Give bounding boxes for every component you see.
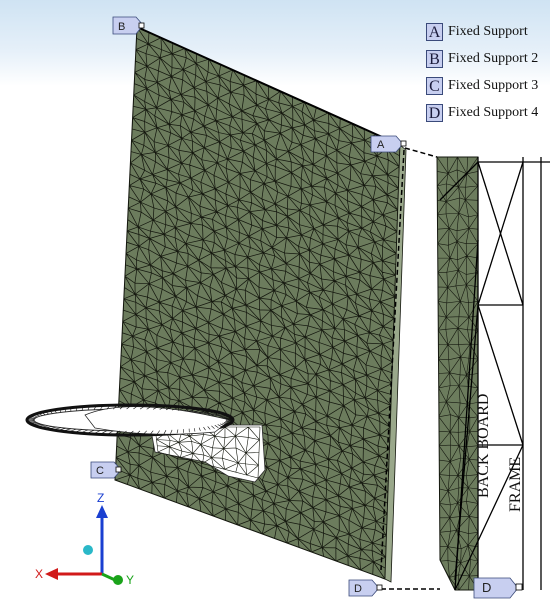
- mesh-lines: [154, 426, 261, 479]
- support-tag-a: A: [370, 135, 407, 153]
- viewport-background: [0, 0, 550, 86]
- legend-label-a: Fixed Support: [448, 24, 528, 39]
- hoop-bracket-mesh: [154, 426, 261, 479]
- legend-item-b: B Fixed Support 2: [426, 47, 538, 71]
- legend-label-b: Fixed Support 2: [448, 51, 539, 66]
- detail-frame: [439, 157, 550, 591]
- x-axis-arrow: [45, 568, 58, 580]
- tag-a-label: A: [377, 139, 385, 151]
- hoop-rim-outer: [25, 403, 235, 437]
- support-tag-b: B: [112, 16, 145, 35]
- support-tag-c: C: [90, 461, 122, 479]
- tag-d-detail-label: D: [482, 580, 491, 595]
- support-tag-d: D: [348, 579, 383, 597]
- axis-triad: Z X Y: [35, 491, 134, 587]
- rim-hatch-lines: [26, 404, 234, 436]
- legend-label-d: Fixed Support 4: [448, 105, 539, 120]
- backboard-top-edge: [136, 26, 401, 146]
- backboard-label: BACK BOARD: [475, 394, 492, 498]
- detail-view: BACK BOARD FRAME: [436, 156, 550, 591]
- x-axis-label: X: [35, 567, 43, 581]
- legend-letter-b: B: [426, 50, 443, 68]
- hoop-net-plate: [84, 406, 231, 435]
- legend-letter-d: D: [426, 104, 443, 122]
- y-axis-label: Y: [126, 573, 134, 587]
- hoop: [25, 403, 266, 483]
- origin-ball: [83, 545, 93, 555]
- legend-letter-c: C: [426, 77, 443, 95]
- support-tag-d-detail: D: [473, 577, 523, 599]
- z-axis-arrow: [96, 505, 108, 518]
- detail-connector-side: [380, 149, 405, 571]
- frame-label: FRAME: [507, 457, 524, 512]
- legend-item-a: A Fixed Support: [426, 20, 538, 44]
- tag-b-label: B: [118, 21, 125, 33]
- legend-letter-a: A: [426, 23, 443, 41]
- backboard-edge: [384, 144, 407, 583]
- legend-item-c: C Fixed Support 3: [426, 74, 538, 98]
- tag-c-label: C: [96, 465, 104, 477]
- legend-label-c: Fixed Support 3: [448, 78, 539, 93]
- support-legend: A Fixed Support B Fixed Support 2 C Fixe…: [426, 20, 538, 128]
- y-axis-line: [101, 572, 116, 582]
- z-axis-label: Z: [97, 491, 104, 505]
- y-axis-ball: [113, 575, 123, 585]
- tag-d-label: D: [354, 583, 362, 595]
- detail-connector-top: [404, 147, 438, 158]
- hoop-rim-hatch: [26, 404, 234, 436]
- legend-item-d: D Fixed Support 4: [426, 101, 538, 125]
